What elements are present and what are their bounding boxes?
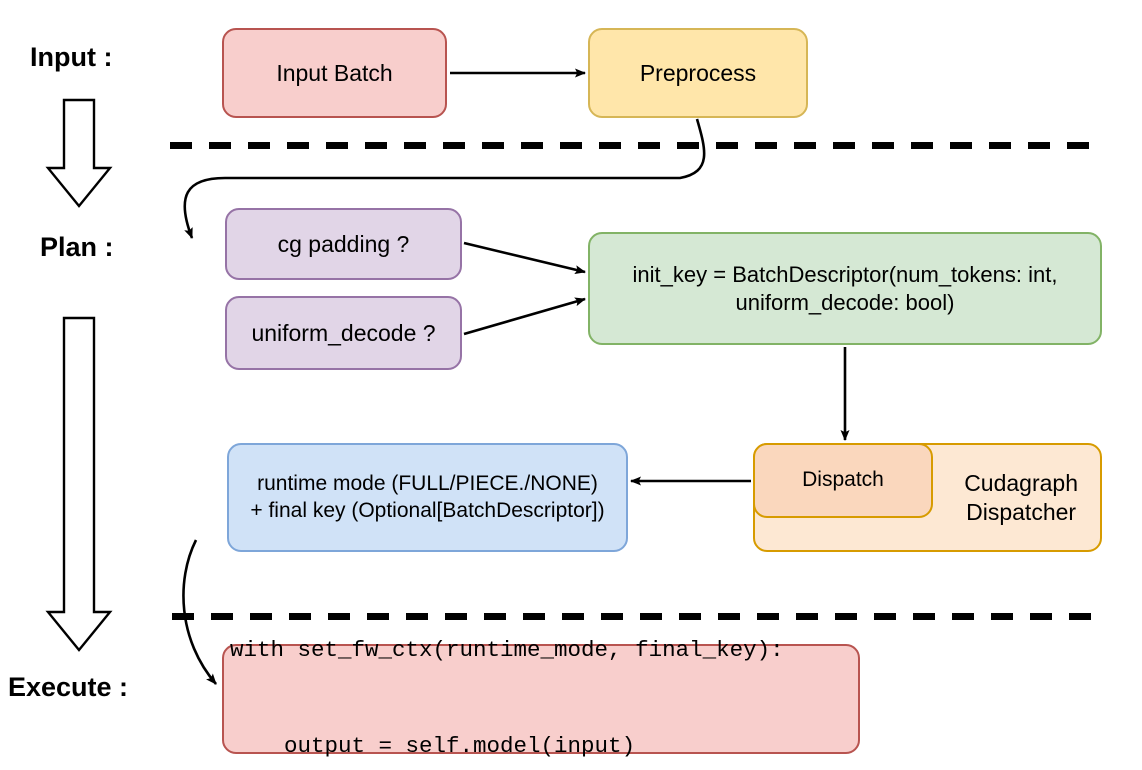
node-exec-code-line1: with set_fw_ctx(runtime_mode, final_key)… (230, 637, 784, 664)
node-preprocess-label: Preprocess (639, 59, 757, 86)
node-input-batch[interactable]: Input Batch (222, 28, 447, 118)
edge-uniform-decode-to-init-key (463, 297, 586, 336)
node-init-key[interactable]: init_key = BatchDescriptor(num_tokens: i… (588, 232, 1102, 345)
node-dispatch[interactable]: Dispatch (753, 443, 933, 518)
node-dispatch-label: Dispatch (802, 468, 884, 492)
stage-label-input: Input : (30, 42, 113, 72)
node-cg-padding-label: cg padding ? (277, 230, 410, 257)
node-preprocess[interactable]: Preprocess (588, 28, 808, 118)
node-uniform-decode[interactable]: uniform_decode ? (225, 296, 462, 370)
edge-cg-padding-to-init-key (463, 241, 586, 275)
stage-label-execute: Execute : (8, 672, 129, 702)
stage-arrow-plan-to-execute (45, 316, 113, 652)
node-exec-code[interactable]: with set_fw_ctx(runtime_mode, final_key)… (222, 637, 860, 759)
node-cudagraph-dispatcher-line1: Cudagraph (964, 469, 1078, 496)
stage-arrow-input-to-plan (45, 98, 113, 208)
node-runtime-mode-line2: + final key (Optional[BatchDescriptor]) (250, 498, 605, 522)
node-init-key-line1: init_key = BatchDescriptor(num_tokens: i… (632, 261, 1058, 287)
node-init-key-line2: uniform_decode: bool) (735, 289, 955, 315)
node-runtime-mode-line1: runtime mode (FULL/PIECE./NONE) (257, 472, 598, 496)
node-cudagraph-dispatcher-line2: Dispatcher (966, 498, 1077, 525)
node-cg-padding[interactable]: cg padding ? (225, 208, 462, 280)
edge-runtime-mode-to-exec-code (182, 539, 217, 685)
stage-label-plan: Plan : (40, 232, 114, 262)
node-uniform-decode-label: uniform_decode ? (251, 319, 436, 346)
node-runtime-mode[interactable]: runtime mode (FULL/PIECE./NONE) + final … (227, 443, 628, 552)
node-exec-code-line2: output = self.model(input) (230, 732, 636, 759)
node-input-batch-label: Input Batch (276, 59, 393, 86)
